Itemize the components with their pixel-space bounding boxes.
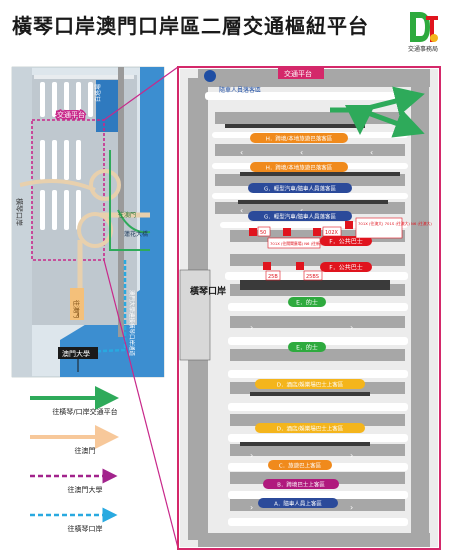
zone-C: C．旅遊巴上客區 [268,460,332,470]
svg-text:‹: ‹ [300,206,303,215]
svg-text:‹: ‹ [300,148,303,157]
svg-text:50: 50 [260,230,266,236]
svg-text:A．隨車人員上客區: A．隨車人員上客區 [274,500,322,508]
legend-label-3: 往橫琴口岸 [67,525,103,533]
svg-text:›: › [350,451,353,460]
svg-text:›: › [250,503,253,512]
svg-text:102X: 102X [325,230,339,236]
bus-stop-25b: 25B [263,262,281,281]
connector-line-top [103,66,179,121]
svg-text:G．輕型汽車/隨車人員落客區: G．輕型汽車/隨車人員落客區 [264,185,337,193]
zone-D1: D．酒店/娛樂場巴士上客區 [255,379,365,389]
svg-text:›: › [250,451,253,460]
detail-platform-label: 交通平台 [284,69,312,78]
svg-text:H．跨境/本地旅遊巴落客區: H．跨境/本地旅遊巴落客區 [266,135,333,143]
zone-E1: E．的士 [288,297,326,307]
bus-stop-50: 50 [249,226,271,237]
svg-text:25B: 25B [268,274,278,280]
svg-text:H．跨境/本地旅遊巴落客區: H．跨境/本地旅遊巴落客區 [266,164,333,172]
sea-area [140,67,164,377]
zone-F1: F．公共巴士 [320,236,372,246]
drop-off-label: 隨車人員落客區 [219,86,261,94]
svg-text:‹: ‹ [240,148,243,157]
svg-text:C．旅遊巴上客區: C．旅遊巴上客區 [279,462,322,470]
zone-E2: E．的士 [288,342,326,352]
overview-checkpoint-label: 橫琴口岸 [15,198,24,226]
highlight-box [31,119,105,261]
dsat-logo-icon [410,12,438,42]
svg-text:‹: ‹ [370,148,373,157]
bus-stop-25bs: 25BS [296,262,323,281]
overview-macau-label: 往澳門 [72,300,80,318]
svg-text:›: › [250,323,253,332]
page-title: 橫琴口岸澳門口岸區二層交通樞紐平台 [12,14,369,38]
zone-B: B．跨境巴士上客區 [263,479,339,489]
zone-G1: G．輕型汽車/隨車人員落客區 [248,183,352,193]
svg-text:B．跨境巴士上客區: B．跨境巴士上客區 [277,481,325,489]
drop-off-marker [204,70,216,82]
svg-text:E．的士: E．的士 [296,344,318,352]
zone-H2: H．跨境/本地旅遊巴落客區 [250,162,348,172]
white-platform-label: 白塔場 [94,84,102,102]
svg-text:D．酒店/娛樂場巴士上客區: D．酒店/娛樂場巴士上客區 [277,381,344,389]
zone-D2: D．酒店/娛樂場巴士上客區 [255,423,365,433]
svg-text:F．公共巴士: F．公共巴士 [329,264,362,272]
svg-text:E．的士: E．的士 [296,299,318,307]
detail-checkpoint-label: 橫琴口岸 [190,285,226,297]
um-label: 澳門大學 [62,349,90,358]
svg-text:›: › [350,503,353,512]
bus-stop-701x-n6: 701X (往關閘廣場) N6 (往新馬路) [267,228,329,249]
zone-H1: H．跨境/本地旅遊巴落客區 [250,133,348,143]
zone-F2: F．公共巴士 [320,262,372,272]
um-tunnel-label: 澳門大學連接橫琴口岸通道 [128,290,136,357]
lotus-bridge-label: 蓮花大橋 [124,230,148,238]
svg-text:F．公共巴士: F．公共巴士 [329,238,362,246]
overview-platform-label: 交通平台 [57,110,85,119]
overview-map [11,66,165,378]
connector-line-bottom [103,259,179,549]
svg-text:G．輕型汽車/隨車人員落客區: G．輕型汽車/隨車人員落客區 [264,213,337,221]
svg-text:›: › [350,323,353,332]
svg-text:‹: ‹ [240,206,243,215]
bus-stop-701x-701s: 701X (往澳大) 701S (往澳大) N6 (往澳大) [345,217,432,239]
white-platform [96,80,120,132]
dsat-logo-text: 交通事務局 [407,46,438,53]
legend [30,386,119,523]
um-badge [58,347,98,359]
bus-stop-102x: 102X [313,226,342,237]
zone-A: A．隨車人員上客區 [258,498,338,508]
zone-G2: G．輕型汽車/隨車人員落客區 [248,211,352,221]
svg-text:25BS: 25BS [306,274,319,280]
legend-label-0: 往橫琴/口岸交通平台 [52,408,118,416]
svg-text:D．酒店/娛樂場巴士上客區: D．酒店/娛樂場巴士上客區 [277,425,344,433]
svg-text:701X (往關閘廣場) N6 (往新馬路): 701X (往關閘廣場) N6 (往新馬路) [270,241,329,246]
detail-platform-banner [278,67,324,79]
svg-text:701X (往澳大) 701S (往澳大) N6 (往澳大): 701X (往澳大) 701S (往澳大) N6 (往澳大) [358,221,432,226]
to-macau-label: 往澳門 [118,211,136,219]
legend-label-1: 往澳門 [74,447,96,455]
legend-label-2: 往澳門大學 [67,486,103,494]
